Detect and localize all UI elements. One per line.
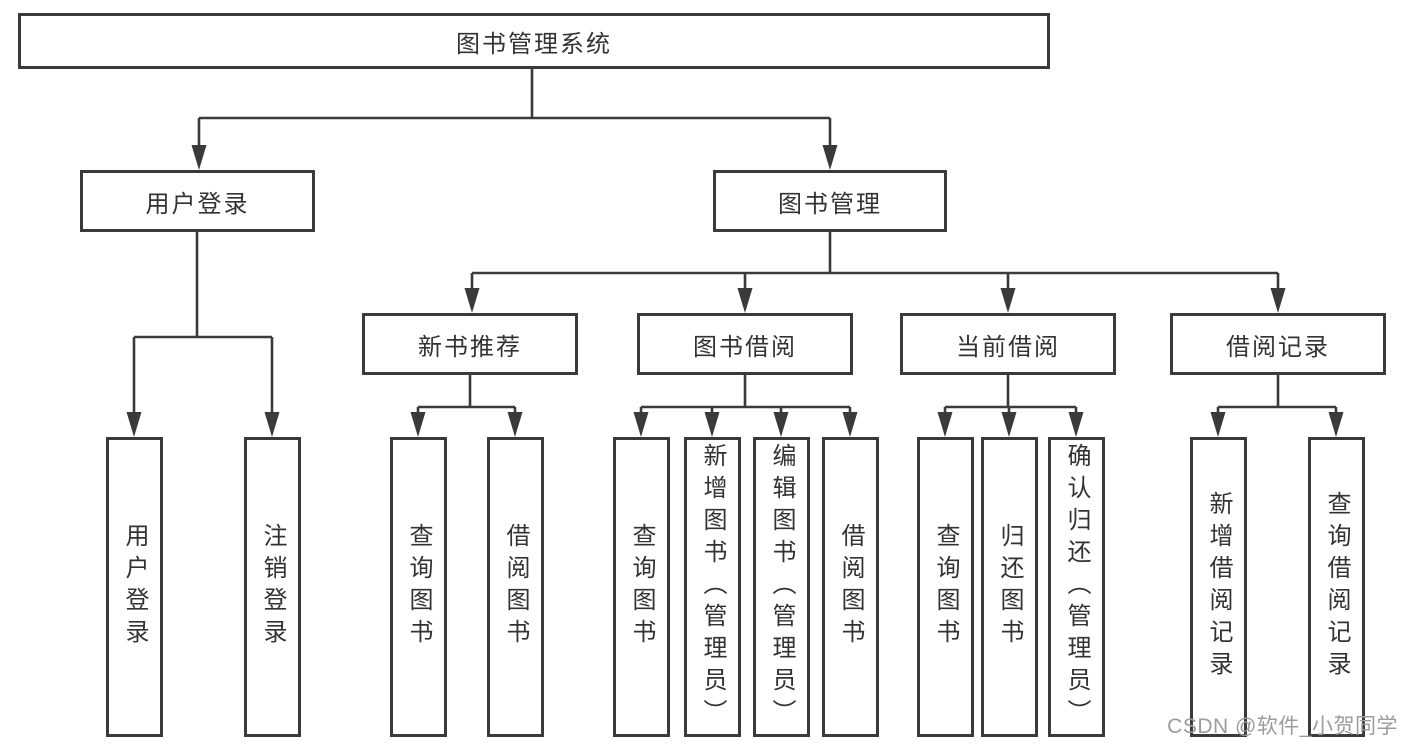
- leaf-cb-confirm-return-admin: 确认归还（管理员）: [1047, 437, 1105, 737]
- leaf-nb-borrow-books: 借阅图书: [486, 437, 544, 737]
- leaf-br-query-record-label: 查询借阅记录: [1323, 491, 1350, 683]
- leaf-cb-query-books-label: 查询图书: [932, 523, 959, 651]
- node-new-book-recommend: 新书推荐: [362, 313, 578, 375]
- leaf-bb-query-books: 查询图书: [612, 437, 670, 737]
- leaf-bb-edit-books-admin: 编辑图书（管理员）: [752, 437, 810, 737]
- node-borrow-records: 借阅记录: [1170, 313, 1386, 375]
- leaf-cb-confirm-return-admin-label: 确认归还（管理员）: [1063, 443, 1090, 731]
- node-borrow-records-label: 借阅记录: [1226, 333, 1330, 361]
- leaf-cb-query-books: 查询图书: [916, 437, 974, 737]
- node-root-label: 图书管理系统: [456, 30, 612, 58]
- leaf-br-add-record: 新增借阅记录: [1189, 437, 1247, 737]
- node-book-mgmt-label: 图书管理: [778, 190, 882, 218]
- csdn-watermark: CSDN @软件_小贺同学: [1167, 715, 1398, 738]
- node-book-mgmt: 图书管理: [713, 170, 947, 232]
- node-current-borrow: 当前借阅: [900, 313, 1116, 375]
- leaf-bb-borrow-books-label: 借阅图书: [837, 523, 864, 651]
- leaf-nb-borrow-books-label: 借阅图书: [502, 523, 529, 651]
- leaf-cb-return-books: 归还图书: [980, 437, 1038, 737]
- leaf-bb-add-books-admin-label: 新增图书（管理员）: [699, 443, 726, 731]
- leaf-nb-query-books: 查询图书: [389, 437, 447, 737]
- leaf-bb-add-books-admin: 新增图书（管理员）: [683, 437, 741, 737]
- leaf-bb-borrow-books: 借阅图书: [821, 437, 879, 737]
- leaf-cb-return-books-label: 归还图书: [996, 523, 1023, 651]
- leaf-br-add-record-label: 新增借阅记录: [1205, 491, 1232, 683]
- leaf-user-login: 用户登录: [105, 437, 163, 737]
- node-book-borrow: 图书借阅: [637, 313, 853, 375]
- leaf-logout: 注销登录: [243, 437, 301, 737]
- leaf-logout-label: 注销登录: [259, 523, 286, 651]
- node-new-book-recommend-label: 新书推荐: [418, 333, 522, 361]
- leaf-bb-query-books-label: 查询图书: [628, 523, 655, 651]
- arrowheads: [126, 145, 1344, 437]
- leaf-user-login-label: 用户登录: [121, 523, 148, 651]
- leaf-bb-edit-books-admin-label: 编辑图书（管理员）: [768, 443, 795, 731]
- node-current-borrow-label: 当前借阅: [956, 333, 1060, 361]
- node-user-login-label: 用户登录: [145, 190, 250, 218]
- leaf-nb-query-books-label: 查询图书: [405, 523, 432, 651]
- leaf-br-query-record: 查询借阅记录: [1307, 437, 1365, 737]
- node-book-borrow-label: 图书借阅: [693, 333, 797, 361]
- node-user-login: 用户登录: [80, 170, 315, 232]
- node-root: 图书管理系统: [18, 13, 1050, 69]
